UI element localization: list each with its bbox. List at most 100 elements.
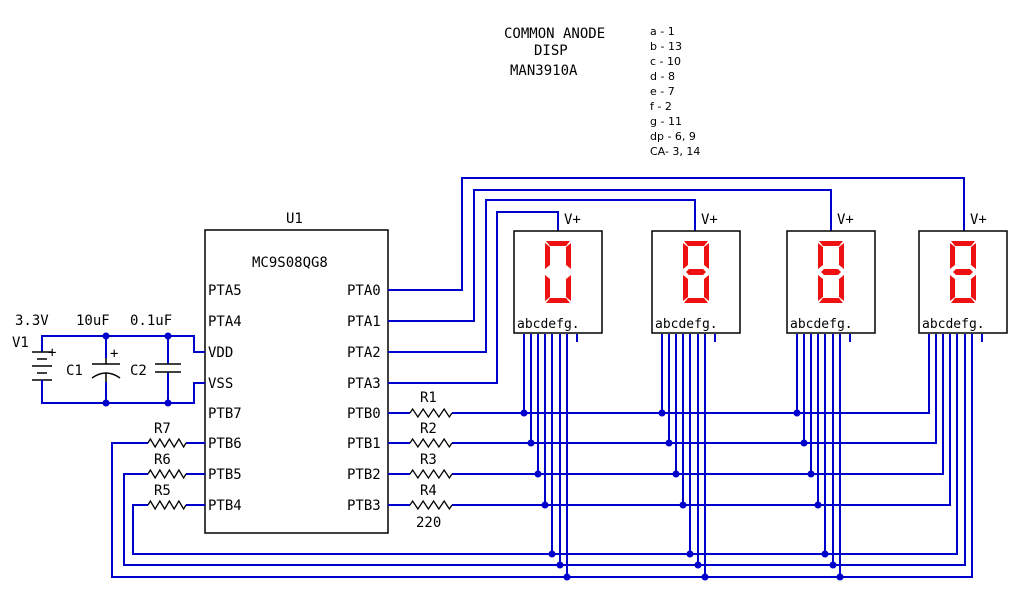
title-line-3: MAN3910A — [510, 63, 578, 79]
pin-map-line: b - 13 — [650, 40, 682, 53]
display-1: V+abcdefg. — [513, 212, 603, 334]
junction-dot — [520, 409, 528, 417]
display-body — [513, 230, 603, 334]
mcu-pin-label: PTA0 — [347, 283, 381, 299]
junction-dot — [694, 561, 702, 569]
junction-dot — [534, 470, 542, 478]
bus-wire — [111, 334, 973, 578]
pin-map-line: dp - 6, 9 — [650, 130, 696, 143]
junction-dot — [821, 550, 829, 558]
junction-dot — [556, 561, 564, 569]
resistor-label-r5: R5 — [154, 483, 171, 499]
display-supply-wire — [388, 177, 965, 291]
mcu-pin-label: PTA2 — [347, 345, 381, 361]
junction-dot — [672, 470, 680, 478]
led-segment-d — [546, 298, 570, 303]
battery-value: 3.3V — [15, 313, 49, 329]
wiring — [111, 177, 983, 581]
pin-map-line: g - 11 — [650, 115, 682, 128]
display-supply-wire — [388, 199, 696, 353]
display-supply-label: V+ — [701, 212, 718, 228]
junction-dot — [665, 439, 673, 447]
resistor-label-r2: R2 — [420, 421, 437, 437]
junction-dot — [164, 332, 172, 340]
led-segment-c — [704, 275, 709, 301]
led-segment-e — [950, 275, 955, 301]
resistor-label-r4: R4 — [420, 483, 437, 499]
led-segment-c — [971, 275, 976, 301]
display-segment-label: abcdefg. — [655, 317, 718, 332]
display-supply-label: V+ — [564, 212, 581, 228]
c1-symbol — [91, 358, 121, 382]
c2-ref: C2 — [130, 363, 147, 379]
led-segment-c — [566, 275, 571, 301]
power-section: 3.3V V1 10uF C1 0.1uF C2 + + — [12, 313, 205, 407]
junction-dot — [102, 332, 110, 340]
mcu-pin-label: PTA4 — [208, 314, 242, 330]
mcu-pin-label: PTB1 — [347, 436, 381, 452]
led-segment-b — [971, 243, 976, 269]
led-segment-g — [686, 269, 706, 275]
led-segment-g — [953, 269, 973, 275]
led-segment-e — [545, 275, 550, 301]
led-segment-d — [951, 298, 975, 303]
led-segment-a — [546, 241, 570, 246]
led-segment-f — [950, 243, 955, 269]
display-supply-wire — [388, 211, 559, 384]
display-segment-label: abcdefg. — [790, 317, 853, 332]
resistor-symbol — [147, 468, 187, 480]
led-segment-f — [683, 243, 688, 269]
bus-wire — [452, 334, 944, 475]
display-supply-label: V+ — [970, 212, 987, 228]
mcu-pin-label: PTB3 — [347, 498, 381, 514]
c1-value: 10uF — [76, 313, 110, 329]
mcu-pin-label: PTB2 — [347, 467, 381, 483]
led-segment-c — [839, 275, 844, 301]
led-segment-a — [819, 241, 843, 246]
pin-map-line: CA- 3, 14 — [650, 145, 700, 158]
junction-dot — [541, 501, 549, 509]
led-segment-a — [951, 241, 975, 246]
bus-wire — [123, 334, 966, 566]
resistor-symbol — [409, 468, 453, 480]
mcu-pin-label: VSS — [208, 376, 233, 392]
led-segment-d — [819, 298, 843, 303]
c2-value: 0.1uF — [130, 313, 172, 329]
junction-dot — [814, 501, 822, 509]
junction-dot — [701, 573, 709, 581]
display-body — [786, 230, 876, 334]
led-segment-e — [683, 275, 688, 301]
junction-dot — [836, 573, 844, 581]
vdd-rail — [41, 335, 205, 353]
junction-dot — [164, 399, 172, 407]
led-segment-f — [818, 243, 823, 269]
led-segment-b — [566, 243, 571, 269]
resistor-symbol — [409, 407, 453, 419]
junction-dot — [658, 409, 666, 417]
resistor-symbol — [409, 499, 453, 511]
junction-dot — [829, 561, 837, 569]
led-segment-b — [704, 243, 709, 269]
junction-dot — [102, 399, 110, 407]
resistor-label-r3: R3 — [420, 452, 437, 468]
title-line-2: DISP — [534, 43, 568, 59]
pin-map-line: c - 10 — [650, 55, 681, 68]
led-segment-e — [818, 275, 823, 301]
battery-ref: V1 — [12, 335, 29, 351]
junction-dot — [679, 501, 687, 509]
mcu-pin-label: PTA3 — [347, 376, 381, 392]
resistor-value: 220 — [416, 515, 441, 531]
c2-symbol — [155, 363, 181, 373]
resistor-label-r7: R7 — [154, 421, 171, 437]
mcu-body — [204, 229, 389, 534]
mcu-u1: U1 MC9S08QG8 PTA5PTA4VDDVSSPTB7PTB6PTB5P… — [204, 211, 389, 534]
battery-plus: + — [48, 345, 56, 361]
pin-map-line: f - 2 — [650, 100, 672, 113]
resistor-symbol — [147, 437, 187, 449]
resistor-label-r1: R1 — [420, 390, 437, 406]
mcu-ref: U1 — [286, 211, 303, 227]
mcu-pin-label: PTB0 — [347, 406, 381, 422]
title-line-1: COMMON ANODE — [504, 26, 605, 42]
resistor-symbol — [147, 499, 187, 511]
